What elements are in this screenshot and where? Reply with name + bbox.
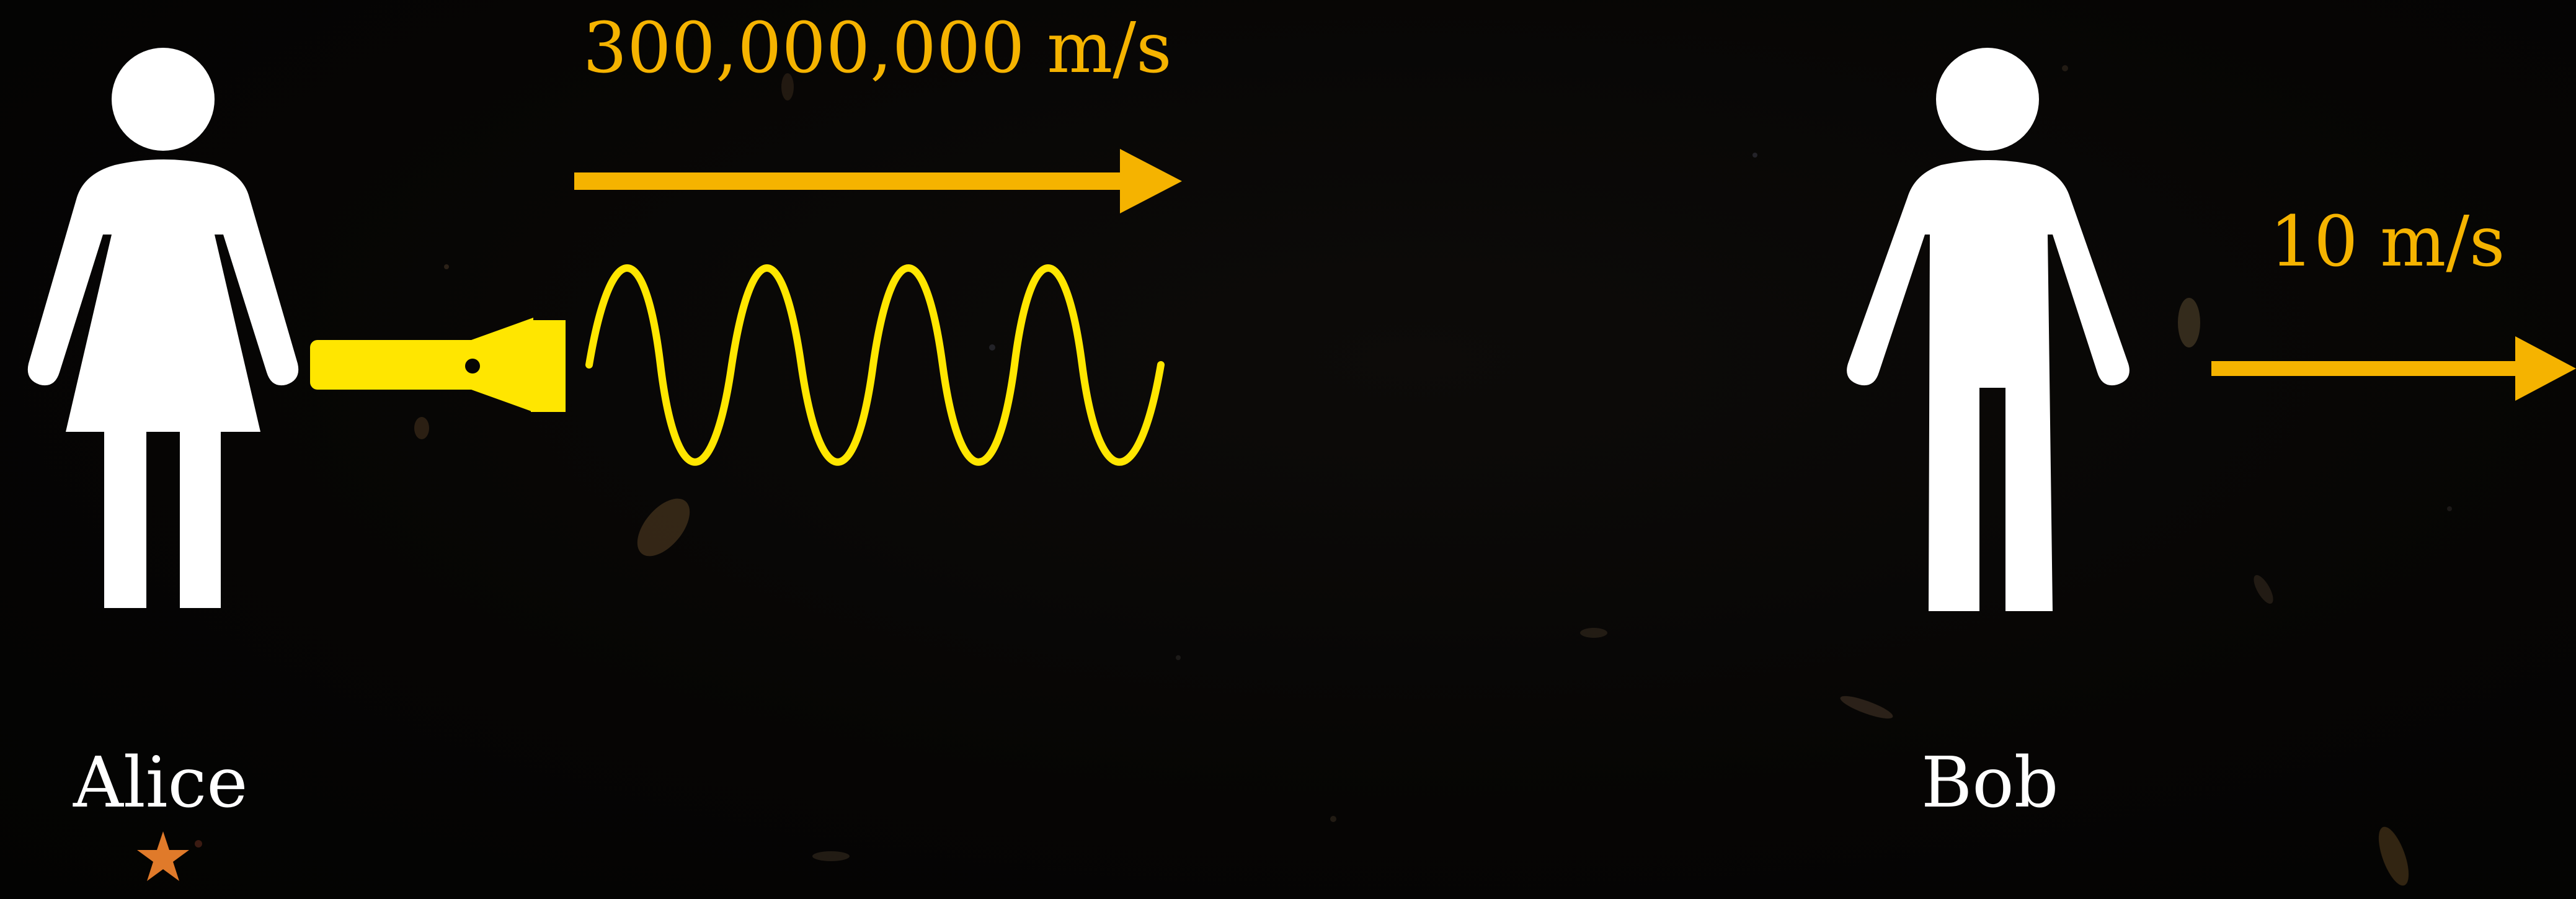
- flashlight-icon: [310, 318, 566, 412]
- bob-speed-label: 10 m/s: [2270, 202, 2505, 282]
- light-speed-arrow: [574, 149, 1182, 213]
- starfield-background: [195, 65, 2452, 886]
- woman-icon: [27, 48, 299, 608]
- light-wave: [585, 264, 1165, 466]
- bob-name-label: Bob: [1921, 743, 2059, 823]
- bob-speed-arrow: [2211, 336, 2576, 401]
- light-speed-label: 300,000,000 m/s: [583, 8, 1172, 89]
- alice-name-label: Alice: [73, 743, 248, 823]
- star-icon: [137, 831, 189, 881]
- man-icon: [1847, 48, 2130, 611]
